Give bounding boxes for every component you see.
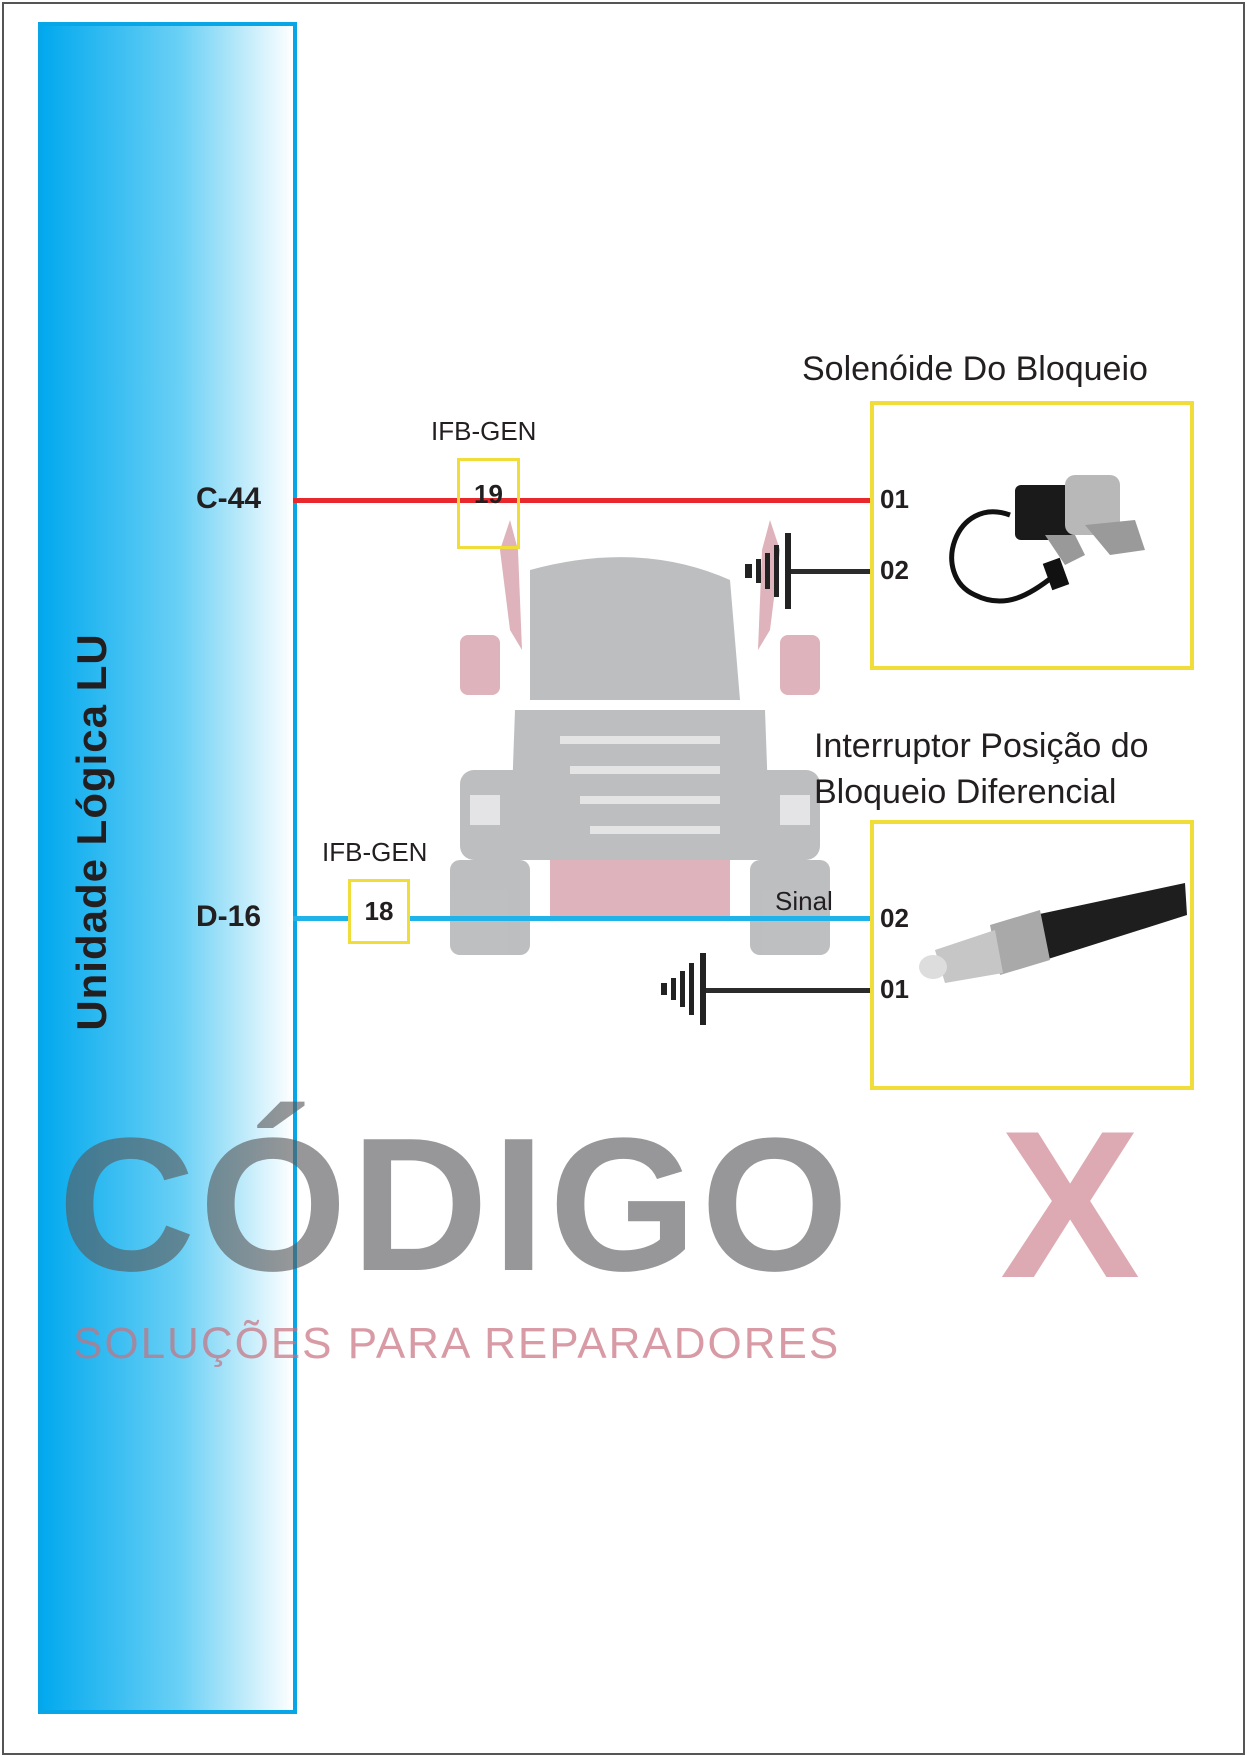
ecu-block	[38, 22, 297, 1714]
component-box-switch	[870, 820, 1194, 1090]
component-title-solenoid: Solenóide Do Bloqueio	[802, 350, 1148, 388]
solenoid-pin-02: 02	[880, 555, 909, 585]
ecu-pin-d16: D-16	[196, 900, 262, 933]
wire-red	[293, 498, 870, 503]
wire-blue	[293, 916, 870, 921]
connector-pin-18: 18	[348, 879, 410, 944]
ground-icon	[745, 533, 791, 609]
connector-pin-19: 19	[457, 458, 520, 549]
ground-wire-switch	[706, 988, 870, 993]
component-title-switch-line2: Bloqueio Diferencial	[814, 773, 1117, 811]
switch-image	[919, 883, 1187, 983]
ground-icon	[661, 953, 706, 1025]
switch-pin-01: 01	[880, 974, 909, 1004]
ground-wire-solenoid	[790, 569, 870, 574]
ecu-pin-c44: C-44	[196, 482, 262, 515]
connector-label: IFB-GEN	[322, 837, 428, 867]
ecu-label: Unidade Lógica LU	[68, 633, 115, 1031]
wire-note-sinal: Sinal	[775, 886, 833, 916]
switch-pin-02: 02	[880, 903, 909, 933]
component-box-solenoid	[870, 401, 1194, 670]
solenoid-image	[949, 475, 1145, 604]
solenoid-pin-01: 01	[880, 484, 909, 514]
connector-label: IFB-GEN	[431, 416, 537, 446]
component-title-switch-line1: Interruptor Posição do	[814, 727, 1149, 765]
